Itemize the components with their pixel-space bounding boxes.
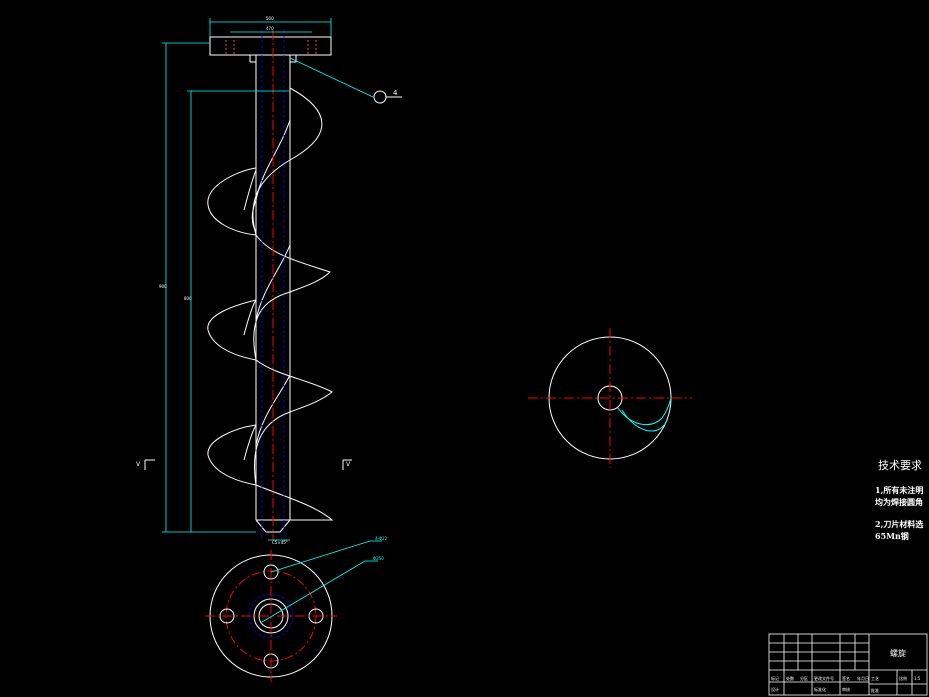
- dim-flight-length: 800: [184, 296, 192, 301]
- balloon-number: 4: [393, 89, 398, 97]
- tb-cell-2: 分区: [800, 675, 808, 681]
- notes-title: 技术要求: [878, 459, 922, 472]
- section-mark-right: V: [346, 461, 351, 468]
- flight-4: [255, 484, 334, 521]
- tb-cell-5: 年月日: [857, 675, 869, 681]
- note-line-4: 65Mn钢: [875, 531, 909, 541]
- pcd-callout: Φ250: [373, 556, 384, 561]
- title-part-name: 螺旋: [890, 648, 906, 658]
- dim-tip-chamfer: C5×45°: [272, 540, 288, 545]
- flight-2: [207, 234, 331, 361]
- tb-cell-8: 审核: [842, 686, 850, 692]
- section-mark-left: V: [136, 461, 141, 468]
- dim-bolt-spacing: 470: [266, 26, 274, 31]
- section-marks: [144, 459, 352, 470]
- flange-bolt-holes: [225, 40, 317, 55]
- dim-flange-width: 500: [266, 16, 274, 21]
- tb-cell-4: 签名: [842, 675, 850, 681]
- part-balloon: [373, 90, 402, 104]
- tb-cell-9: 工艺: [871, 676, 879, 681]
- tb-cell-12: 1:5: [914, 676, 921, 681]
- bolt-hole-callout: 4-Φ22: [375, 536, 388, 541]
- helix-inner-1: [251, 119, 291, 233]
- note-line-3: 2,刀片材料选: [875, 519, 923, 529]
- tb-cell-10: 批准: [871, 687, 879, 693]
- note-line-2: 均为焊接圆角: [875, 497, 923, 507]
- front-view: [207, 36, 334, 533]
- title-block: [768, 633, 928, 696]
- note-line-1: 1,所有未注明: [875, 485, 923, 495]
- dim-overall-length: 900: [159, 284, 167, 289]
- flange-plate: [209, 36, 332, 56]
- tb-cell-0: 标记: [771, 675, 779, 681]
- tb-cell-3: 更改文件号: [814, 675, 834, 681]
- tb-cell-7: 标准化: [814, 686, 826, 692]
- dimensions: [162, 18, 374, 541]
- tb-cell-1: 处数: [786, 675, 794, 681]
- flight-1: [207, 87, 323, 236]
- flange-view: [205, 540, 382, 682]
- blade-profile: [617, 397, 672, 426]
- shaft-tip: [255, 519, 291, 533]
- flight-3: [207, 359, 333, 486]
- tb-cell-11: 比例: [899, 675, 907, 681]
- side-view: [528, 328, 692, 468]
- tb-cell-6: 设计: [771, 686, 779, 692]
